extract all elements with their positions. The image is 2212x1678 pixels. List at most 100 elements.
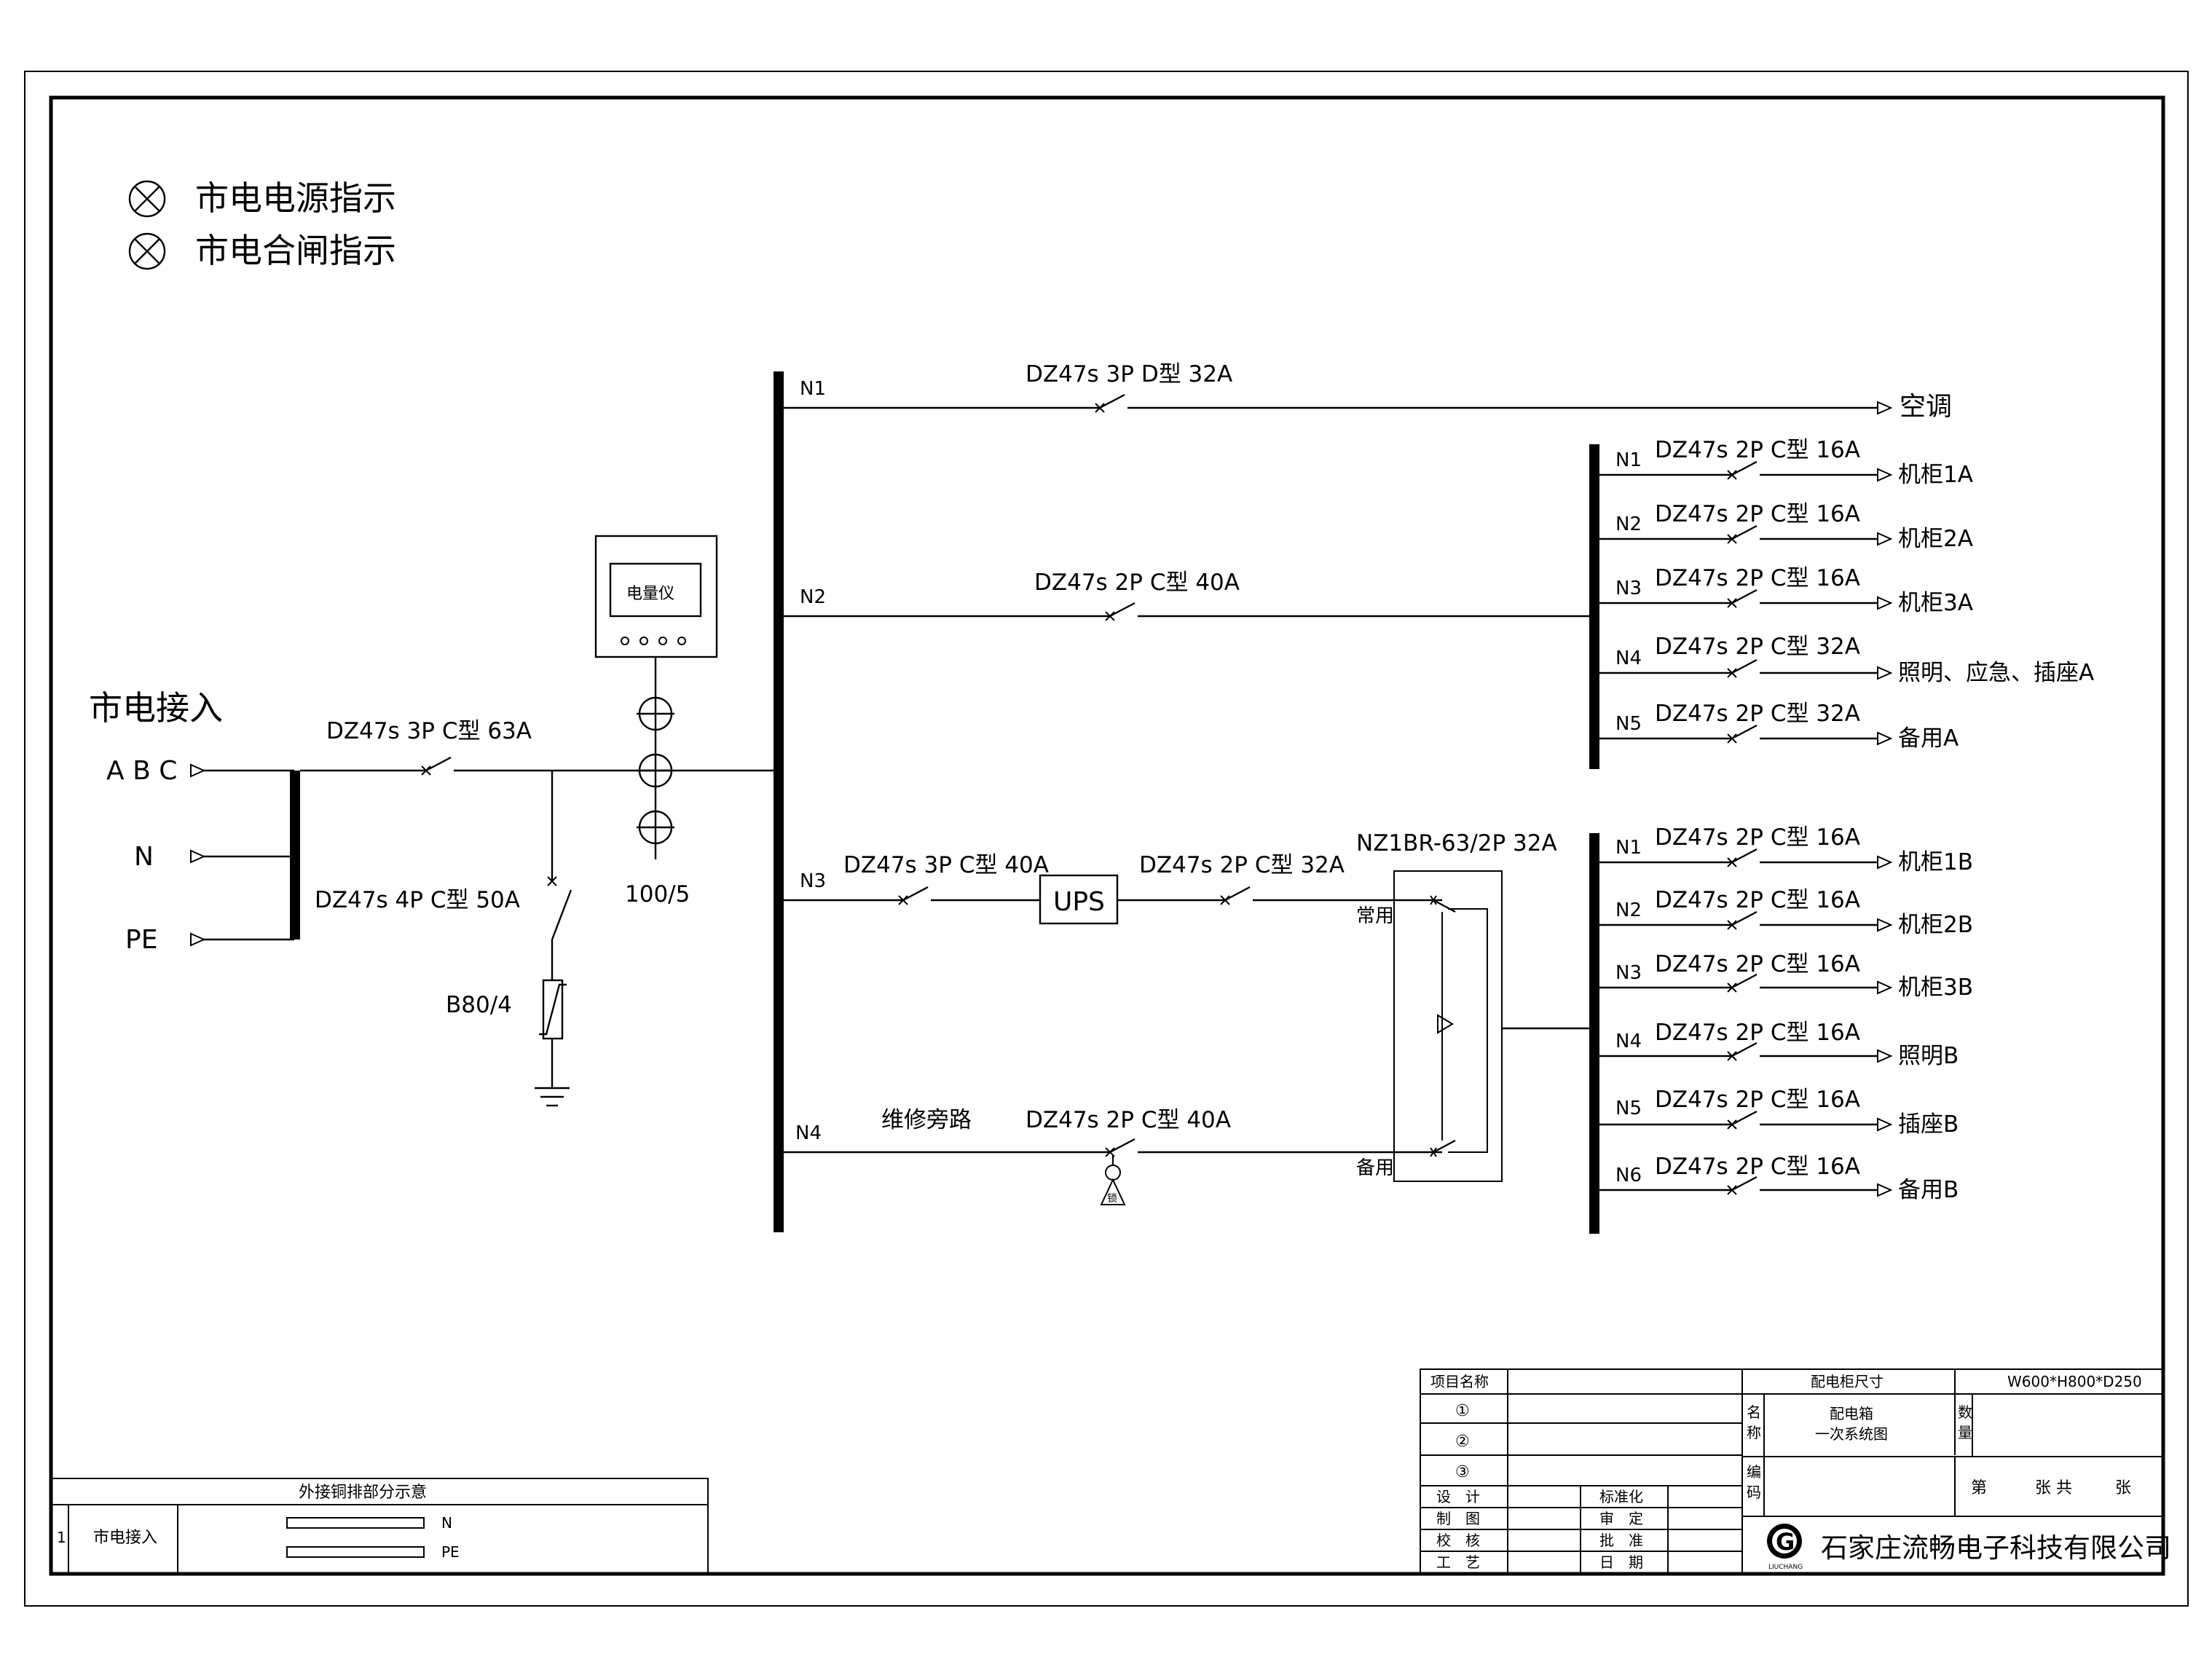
breaker-icon — [1726, 848, 1758, 868]
spd-breaker-label: DZ47s 4P C型 50A — [315, 887, 520, 913]
check-approve: 批 准 — [1599, 1532, 1643, 1549]
terminal-arrow-icon — [1877, 981, 1892, 994]
drawing-frame — [49, 95, 2165, 1576]
name-label-2: 称 — [1747, 1424, 1761, 1441]
role-check: 校 核 — [1436, 1532, 1480, 1549]
terminal-arrow-icon — [1877, 918, 1892, 931]
breaker-icon — [1094, 393, 1126, 414]
row-load: 机柜2B — [1898, 912, 1973, 938]
check-standard: 标准化 — [1599, 1488, 1643, 1505]
ats-model-label: NZ1BR-63/2P 32A — [1356, 830, 1557, 856]
row-load: 机柜1A — [1898, 462, 1973, 488]
branch-n1: N1 DZ47s 3P D型 32A 空调 — [784, 361, 1952, 422]
name-label-1: 名 — [1747, 1403, 1761, 1421]
logo-letter: G — [1776, 1528, 1795, 1556]
row-tag: N4 — [1615, 1031, 1642, 1052]
indicator-lamp-icon — [128, 232, 166, 270]
sheet-label-3: 张 — [2115, 1479, 2131, 1497]
row-tag: N1 — [1615, 449, 1642, 471]
legend-closing-indicator: 市电合闸指示 — [195, 231, 396, 270]
breaker-label: DZ47s 2P C型 40A — [1026, 1107, 1231, 1133]
qty-label-1: 数 — [1958, 1403, 1972, 1421]
copper-bar-pe-label: PE — [441, 1543, 460, 1561]
row-load: 插座B — [1898, 1111, 1959, 1138]
terminal-arrow-icon — [190, 850, 205, 863]
branch-tag: N3 — [800, 870, 826, 892]
row-load: 机柜1B — [1898, 849, 1973, 875]
terminal-arrow-icon — [190, 933, 205, 946]
row-breaker: DZ47s 2P C型 16A — [1655, 501, 1860, 527]
terminal-arrow-icon — [1877, 532, 1892, 545]
drawing-name-2: 一次系统图 — [1815, 1425, 1888, 1443]
terminal-arrow-icon — [1877, 1183, 1892, 1197]
row-load: 机柜3B — [1898, 974, 1973, 1001]
row-breaker: DZ47s 2P C型 32A — [1655, 634, 1860, 660]
company-name: 石家庄流畅电子科技有限公司 — [1821, 1532, 2171, 1564]
main-breaker-label: DZ47s 3P C型 63A — [326, 718, 532, 744]
terminal-arrow-icon — [190, 764, 205, 777]
row-tag: N4 — [1615, 647, 1642, 669]
current-transformer-icon — [637, 696, 674, 845]
role-process: 工 艺 — [1436, 1553, 1480, 1571]
qty-label-2: 量 — [1958, 1424, 1972, 1441]
logo-text: LIUCHANG — [1768, 1564, 1803, 1571]
row-tag: N2 — [1615, 899, 1642, 921]
ats-standby-label: 备用 — [1356, 1157, 1394, 1179]
branch-tag: N1 — [800, 378, 826, 400]
branch-n4: N4 维修旁路 DZ47s 2P C型 40A 锁 — [784, 1107, 1428, 1205]
busbar-table: 外接铜排部分示意 1 市电接入 N PE — [50, 1478, 709, 1575]
panel-a-row: N3 DZ47s 2P C型 16A 机柜3A — [1599, 565, 1973, 616]
bypass-label: 维修旁路 — [881, 1107, 972, 1133]
phase-abc-label: A B C — [106, 756, 177, 786]
ups-label: UPS — [1053, 887, 1105, 917]
outer-border — [24, 71, 2189, 1607]
meter-label: 电量仪 — [626, 585, 674, 603]
row-load: 照明、应急、插座A — [1898, 660, 2094, 686]
title-block: 项目名称 ① ② ③ 设 计 制 图 校 核 工 艺 标准化 审 定 批 准 日… — [1420, 1368, 2171, 1575]
breaker-icon — [1726, 524, 1758, 545]
copper-bar-n — [286, 1517, 425, 1529]
panel-b-row: N2 DZ47s 2P C型 16A 机柜2B — [1599, 887, 1973, 938]
row-breaker: DZ47s 2P C型 16A — [1655, 887, 1860, 913]
row-load: 备用B — [1898, 1177, 1959, 1203]
check-date: 日 期 — [1599, 1553, 1643, 1571]
panel-b-row: N4 DZ47s 2P C型 16A 照明B — [1599, 1020, 1959, 1069]
breaker-icon — [1219, 886, 1251, 906]
breaker-label: DZ47s 2P C型 40A — [1034, 570, 1240, 596]
drawing-name-1: 配电箱 — [1830, 1405, 1873, 1422]
row-breaker: DZ47s 2P C型 16A — [1655, 437, 1860, 463]
row-breaker: DZ47s 2P C型 16A — [1655, 1154, 1860, 1180]
incoming-title: 市电接入 — [89, 688, 223, 728]
ups-out-breaker-label: DZ47s 2P C型 32A — [1139, 852, 1345, 878]
terminal-arrow-icon — [1877, 732, 1892, 745]
padlock-icon: 锁 — [1100, 1155, 1126, 1205]
panel-a-row: N5 DZ47s 2P C型 32A 备用A — [1599, 701, 1959, 752]
busbar-row-name: 市电接入 — [93, 1529, 157, 1547]
branch-tag: N4 — [795, 1122, 822, 1144]
row-breaker: DZ47s 2P C型 16A — [1655, 951, 1860, 977]
panel-b-row: N6 DZ47s 2P C型 16A 备用B — [1599, 1154, 1959, 1203]
code-label-1: 编 — [1747, 1463, 1761, 1481]
ground-icon — [535, 1087, 570, 1107]
ct-ratio-label: 100/5 — [625, 881, 690, 907]
row-tag: N5 — [1615, 713, 1642, 735]
branch-tag: N2 — [800, 586, 826, 608]
panel-a: N1 DZ47s 2P C型 16A 机柜1A N2 DZ47s 2P C型 1… — [1599, 437, 2094, 752]
row-breaker: DZ47s 2P C型 16A — [1655, 1020, 1860, 1046]
ats-switch: NZ1BR-63/2P 32A 常用 备用 — [1356, 830, 1592, 1182]
panel-a-row: N1 DZ47s 2P C型 16A 机柜1A — [1599, 437, 1973, 488]
terminal-arrow-icon — [1877, 856, 1892, 869]
company-logo: G LIUCHANG — [1767, 1524, 1803, 1571]
panel-a-row: N4 DZ47s 2P C型 32A 照明、应急、插座A — [1599, 634, 2094, 686]
breaker-icon — [1726, 724, 1758, 744]
row-tag: N6 — [1615, 1165, 1642, 1186]
breaker-icon — [1726, 460, 1758, 481]
ats-normal-label: 常用 — [1356, 905, 1394, 927]
breaker-label: DZ47s 3P D型 32A — [1026, 361, 1232, 387]
sheet-label-1: 第 — [1971, 1479, 1987, 1497]
row-tag: N5 — [1615, 1098, 1642, 1119]
breaker-icon — [1726, 588, 1758, 609]
panel-b-row: N3 DZ47s 2P C型 16A 机柜3B — [1599, 951, 1973, 1001]
legend: 市电电源指示 市电合闸指示 — [128, 178, 396, 270]
